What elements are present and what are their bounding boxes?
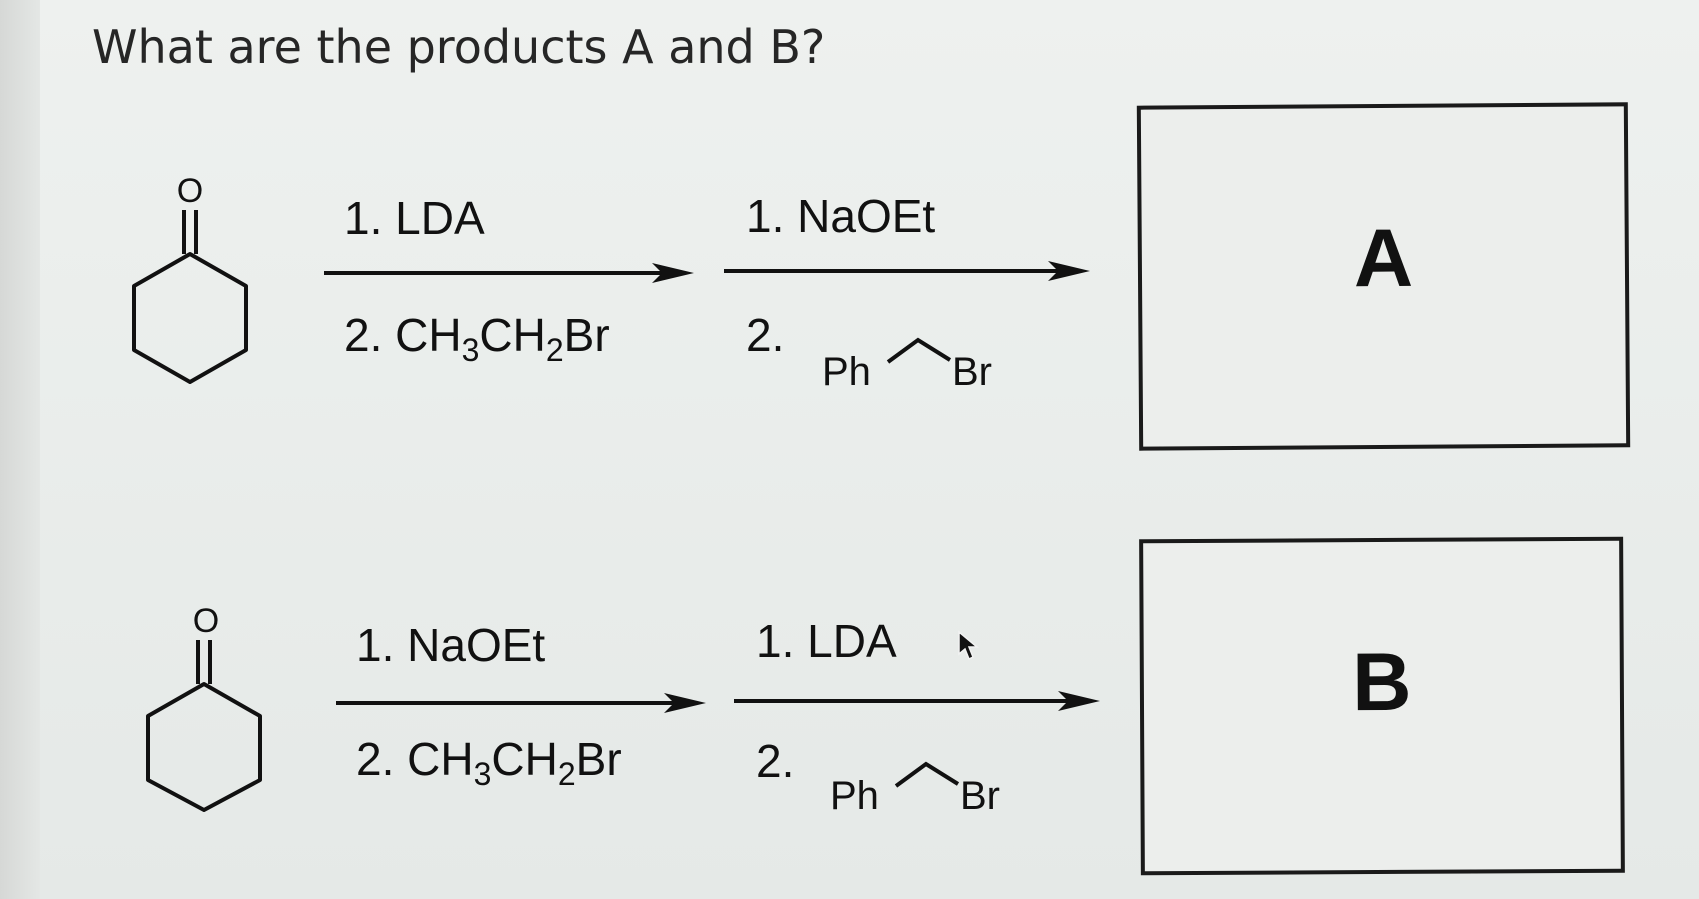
mouse-cursor-icon — [958, 630, 980, 661]
answer-label-a: A — [1353, 212, 1414, 304]
answer-box-b[interactable]: B — [1139, 536, 1625, 876]
answer-label-b: B — [1352, 636, 1412, 729]
reaction-arrow-b2 — [734, 691, 1100, 711]
answer-box-a[interactable]: A — [1136, 102, 1631, 451]
reaction-arrow-a1 — [324, 263, 694, 283]
reagent-a-step2-line1: 1. NaOEt — [746, 190, 936, 242]
phenyl-label-a: Ph — [822, 350, 871, 394]
reagent-b-step2-line1: 1. LDA — [756, 615, 897, 667]
left-bezel — [0, 0, 40, 899]
reagent-a-step1-line2: 2. CH3CH2Br — [344, 309, 610, 368]
benzyl-bromide-a: Ph Br — [822, 330, 1012, 394]
cyclohexanone-a: O — [132, 172, 248, 384]
cyclohexanone-b: O — [146, 602, 262, 812]
reagent-b-step1-line2: 2. CH3CH2Br — [356, 733, 622, 792]
phenyl-label-b: Ph — [830, 774, 879, 818]
benzyl-bromide-b: Ph Br — [830, 754, 1020, 818]
reagent-a-step1-line1: 1. LDA — [344, 192, 485, 244]
oxygen-label-b: O — [193, 602, 219, 640]
question-text: What are the products A and B? — [92, 20, 826, 74]
reagent-b-step1-line1: 1. NaOEt — [356, 619, 546, 671]
reaction-arrow-b1 — [336, 693, 706, 713]
oxygen-label-a: O — [177, 172, 203, 210]
reagent-b-step2-line2: 2. — [756, 735, 795, 787]
reagent-a-step2-line2: 2. — [746, 309, 785, 361]
reaction-arrow-a2 — [724, 261, 1090, 281]
bromine-label-b: Br — [960, 774, 1000, 818]
bromine-label-a: Br — [952, 350, 992, 394]
